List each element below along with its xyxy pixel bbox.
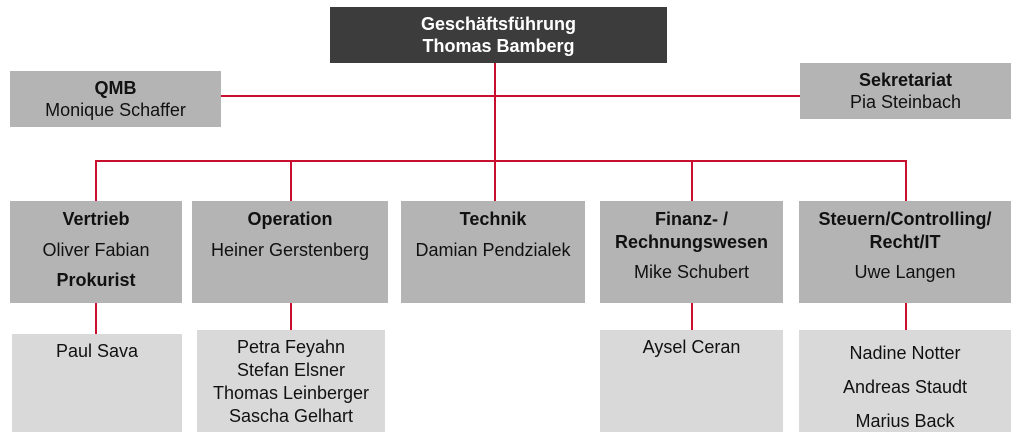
connector-vertical-steuern — [905, 160, 907, 202]
management-name: Thomas Bamberg — [422, 36, 575, 56]
connector-steuern-staff — [905, 302, 907, 330]
department-operation-box: Operation Heiner Gerstenberg — [192, 201, 388, 303]
management-title: Geschäftsführung — [420, 13, 576, 34]
department-vertrieb-box: Vertrieb Oliver Fabian Prokurist — [10, 201, 182, 303]
connector-vertical-finanz — [691, 160, 693, 202]
secretariat-box: Sekretariat Pia Steinbach — [800, 63, 1011, 119]
staff-member: Andreas Staudt — [842, 377, 968, 398]
staff-member: Sascha Gelhart — [228, 406, 354, 427]
department-finanz-head: Mike Schubert — [633, 262, 750, 282]
staff-member: Thomas Leinberger — [212, 383, 370, 404]
staff-member: Paul Sava — [55, 341, 139, 361]
qmb-box: QMB Monique Schaffer — [10, 71, 221, 127]
department-operation-head: Heiner Gerstenberg — [210, 239, 370, 260]
department-technik-title: Technik — [459, 209, 527, 229]
department-vertrieb-title: Vertrieb — [62, 209, 130, 229]
secretariat-title: Sekretariat — [858, 69, 953, 90]
department-steuern-title-line2: Recht/IT — [869, 231, 941, 252]
staff-vertrieb-box: Paul Sava — [12, 334, 182, 432]
connector-finanz-staff — [691, 302, 693, 330]
qmb-name: Monique Schaffer — [45, 100, 186, 120]
department-vertrieb-role: Prokurist — [56, 270, 136, 290]
department-finanz-title-line2: Rechnungswesen — [614, 231, 769, 252]
connector-operation-staff — [290, 302, 292, 330]
connector-vertrieb-staff — [95, 302, 97, 334]
connector-horizontal-departments — [95, 160, 906, 162]
staff-member: Petra Feyahn — [236, 337, 346, 357]
staff-member: Nadine Notter — [849, 343, 961, 363]
staff-operation-box: Petra Feyahn Stefan Elsner Thomas Leinbe… — [197, 330, 385, 432]
department-steuern-head: Uwe Langen — [854, 262, 956, 282]
department-steuern-box: Steuern/Controlling/ Recht/IT Uwe Langen — [799, 201, 1011, 303]
staff-steuern-box: Nadine Notter Andreas Staudt Marius Back — [799, 330, 1011, 432]
staff-member: Stefan Elsner — [236, 360, 346, 381]
connector-vertical-main — [494, 62, 496, 202]
connector-horizontal-staff — [221, 95, 801, 97]
department-finanz-title-line1: Finanz- / — [655, 209, 728, 229]
connector-vertical-vertrieb — [95, 160, 97, 202]
staff-member: Marius Back — [855, 411, 955, 432]
secretariat-name: Pia Steinbach — [849, 92, 962, 112]
department-finanz-box: Finanz- / Rechnungswesen Mike Schubert — [600, 201, 783, 303]
department-technik-head: Damian Pendzialek — [415, 239, 571, 260]
connector-vertical-operation — [290, 160, 292, 202]
staff-member: Aysel Ceran — [642, 337, 741, 357]
qmb-title: QMB — [94, 77, 137, 98]
department-steuern-title-line1: Steuern/Controlling/ — [818, 209, 992, 229]
department-technik-box: Technik Damian Pendzialek — [401, 201, 585, 303]
staff-finanz-box: Aysel Ceran — [600, 330, 783, 432]
management-box: Geschäftsführung Thomas Bamberg — [330, 7, 667, 63]
department-operation-title: Operation — [247, 209, 333, 229]
department-vertrieb-head: Oliver Fabian — [42, 239, 150, 260]
